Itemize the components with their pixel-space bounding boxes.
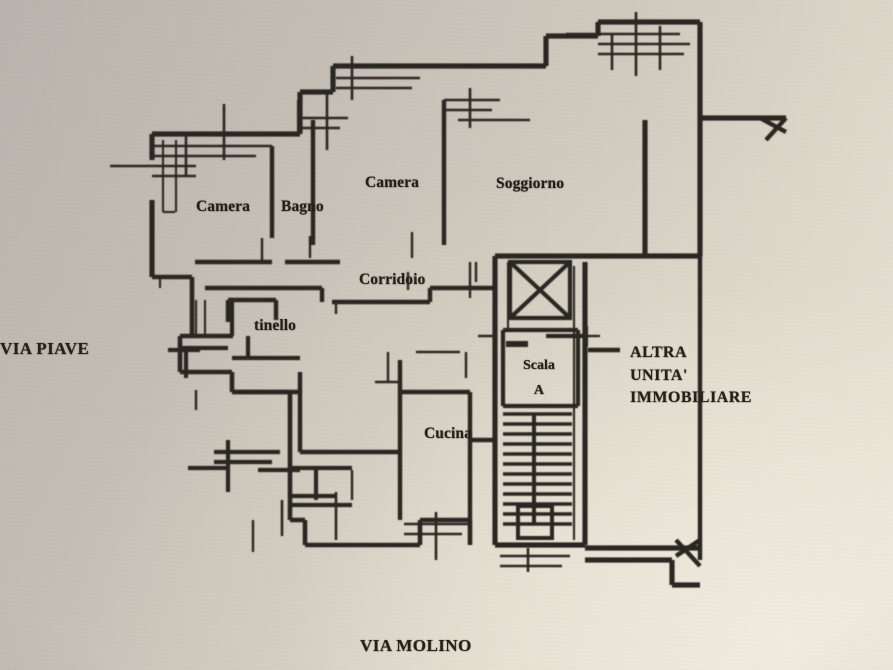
elevator-shaft	[507, 259, 573, 321]
stairwell-label-line2: A	[533, 382, 544, 398]
adjacent-unit-line2: UNITA'	[630, 366, 688, 384]
dimension-ticks	[194, 262, 600, 552]
adjacent-unit-line3: IMMOBILIARE	[630, 389, 752, 407]
adjacent-unit-line1: ALTRA	[630, 344, 688, 361]
stair-treads	[503, 412, 572, 540]
room-label-bagno: Bagno	[281, 198, 324, 215]
stairwell-label: Scala A	[523, 354, 555, 403]
room-label-tinello: tinello	[254, 317, 297, 334]
door-marks	[260, 232, 495, 384]
room-label-camera-1: Camera	[196, 198, 250, 215]
southwest-detail	[168, 300, 352, 508]
interior-partitions	[195, 100, 495, 520]
street-label-via-piave: VIA PIAVE	[0, 339, 90, 358]
room-label-soggiorno: Soggiorno	[496, 175, 565, 192]
room-label-camera-2: Camera	[365, 174, 419, 191]
window-hatching	[110, 12, 690, 178]
perimeter-walls	[149, 19, 786, 588]
street-label-via-molino: VIA MOLINO	[360, 636, 472, 655]
adjacent-unit-label: ALTRA UNITA' IMMOBILIARE	[630, 342, 752, 410]
stairwell-label-line1: Scala	[523, 358, 555, 373]
adjacent-unit-boundary	[588, 116, 788, 568]
room-label-corridoio: Corridoio	[359, 271, 426, 288]
stair-landing	[500, 326, 589, 409]
south-window-hatching	[280, 492, 570, 572]
room-label-cucina: Cucina	[424, 425, 472, 442]
